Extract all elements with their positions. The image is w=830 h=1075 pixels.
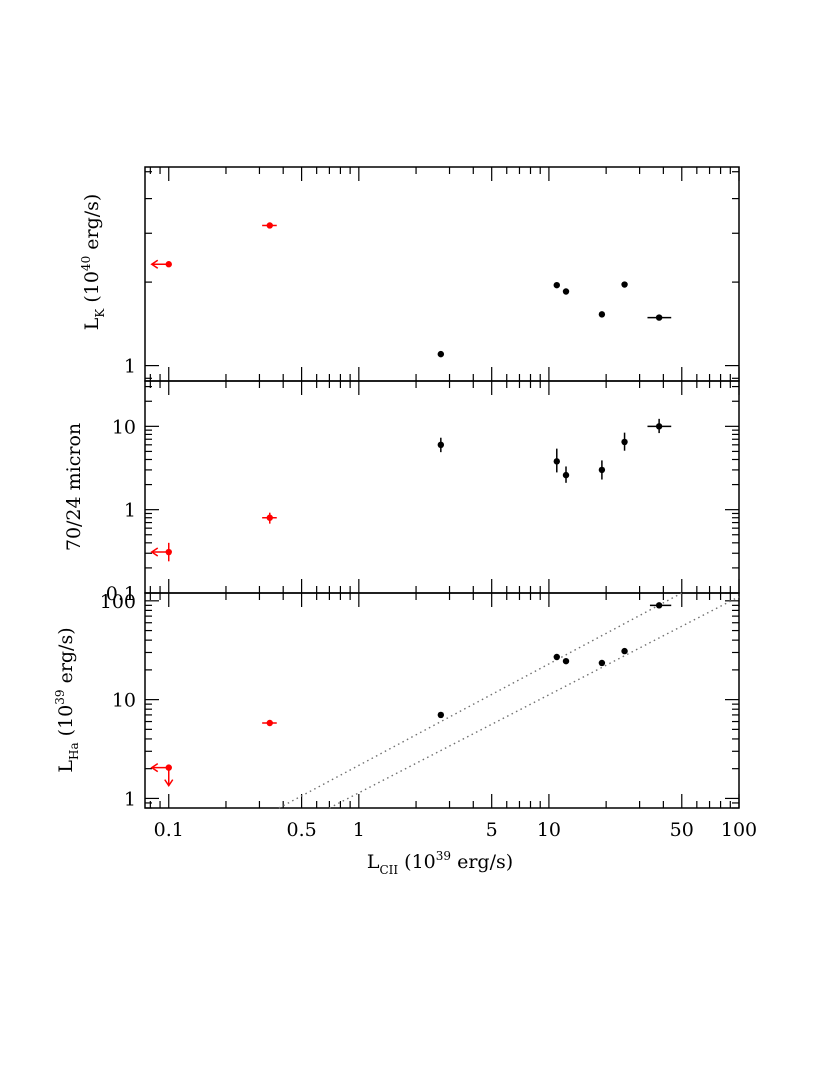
- model-line: [278, 592, 683, 809]
- data-point: [553, 458, 560, 465]
- x-limit-arrow-head: [150, 762, 159, 773]
- data-point: [598, 466, 606, 474]
- data-point: [165, 261, 172, 268]
- y-tick-label: 100: [100, 591, 136, 613]
- y-tick-label: 1: [124, 356, 136, 378]
- y-tick-label: 1: [124, 788, 136, 810]
- x-tick-label: 10: [537, 819, 561, 841]
- data-point: [437, 350, 445, 358]
- data-point: [165, 548, 172, 556]
- panel-lk: 1: [124, 166, 740, 382]
- data-point: [562, 657, 570, 665]
- x-limit-arrow-head: [150, 259, 159, 269]
- data-point: [553, 653, 560, 661]
- data-point: [655, 314, 663, 321]
- y-tick-label: 10: [112, 416, 136, 438]
- model-line: [329, 596, 740, 809]
- panel-frame-lk: [144, 166, 740, 382]
- x-tick-label: 100: [721, 819, 757, 841]
- data-point: [562, 471, 570, 479]
- x-tick-label: 0.1: [154, 819, 184, 841]
- y-limit-arrow-head: [164, 779, 174, 787]
- x-tick-label: 0.5: [287, 819, 317, 841]
- data-point: [266, 222, 273, 229]
- data-point: [655, 602, 663, 609]
- data-point: [621, 281, 628, 288]
- data-point: [437, 441, 445, 449]
- axis-titles: LCII (1039 erg/s) LK (1040 erg/s) 70/24 …: [53, 194, 513, 877]
- panel-lha: 1 10 100: [100, 591, 740, 810]
- panel-frame-ratio: [144, 380, 740, 594]
- x-tick-label: 50: [670, 819, 694, 841]
- y-tick-label: 10: [112, 690, 136, 712]
- data-point: [437, 711, 445, 719]
- x-tick-label: 1: [353, 819, 365, 841]
- data-point: [655, 423, 663, 430]
- panel-frame-lha: [144, 592, 740, 809]
- data-point: [553, 281, 560, 289]
- data-point: [621, 647, 628, 655]
- y-tick-label: 1: [124, 500, 136, 522]
- data-point: [266, 514, 273, 521]
- data-point: [621, 438, 628, 446]
- x-limit-arrow-head: [150, 547, 159, 557]
- panel-ratio: 0.1 1 10: [106, 380, 740, 605]
- y-axis-title-ratio: 70/24 micron: [63, 423, 85, 551]
- data-point: [266, 719, 273, 727]
- data-point: [598, 311, 606, 318]
- y-axis-title-lha: LHa (1039 erg/s): [53, 627, 81, 772]
- data-point: [562, 288, 570, 295]
- x-axis-title: LCII (1039 erg/s): [367, 849, 513, 877]
- y-axis-title-lk: LK (1040 erg/s): [79, 194, 107, 331]
- data-point: [598, 659, 606, 667]
- data-point: [165, 764, 172, 771]
- x-tick-label: 5: [486, 819, 498, 841]
- y-tick-label: 0.1: [106, 583, 136, 605]
